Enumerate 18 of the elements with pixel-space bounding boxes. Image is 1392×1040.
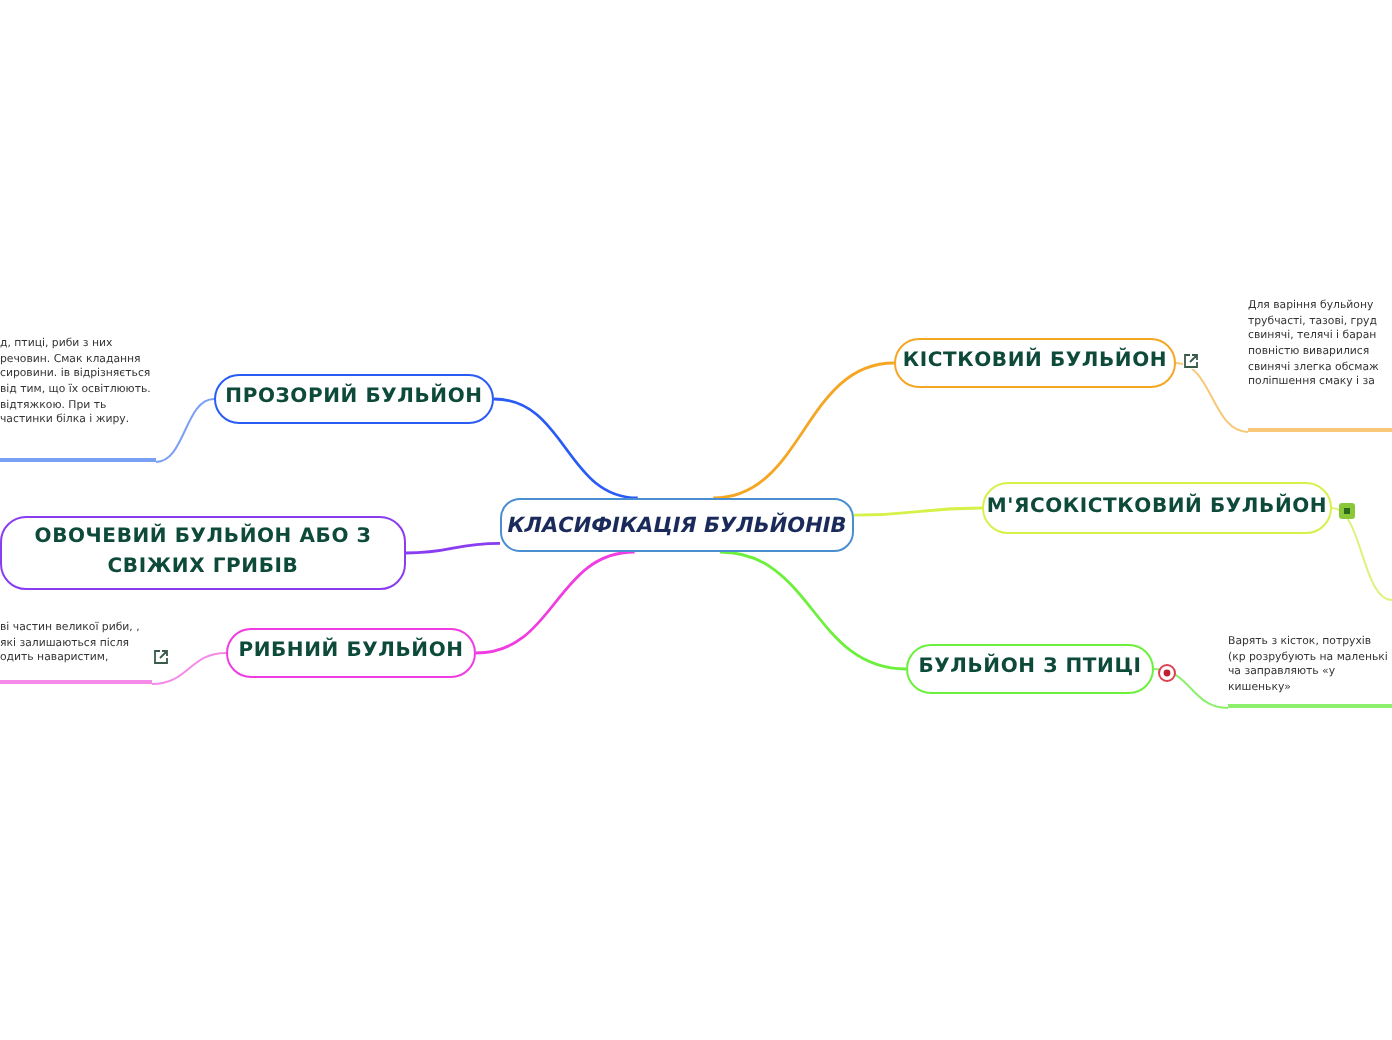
connector-line — [854, 506, 982, 517]
connector-line — [1175, 362, 1249, 433]
connector-line — [713, 361, 895, 500]
connector-line — [719, 550, 907, 671]
connector-line — [405, 541, 501, 555]
topic-box: БУЛЬЙОН З ПТИЦІ — [906, 644, 1154, 694]
topic-box: ОВОЧЕВИЙ БУЛЬЙОН АБО З СВІЖИХ ГРИБІВ — [0, 516, 406, 590]
central-topic-box: КЛАСИФІКАЦІЯ БУЛЬЙОНІВ — [500, 498, 854, 552]
topic-box: РИБНИЙ БУЛЬЙОН — [226, 628, 476, 678]
connector-line — [151, 652, 227, 685]
connector-line — [475, 550, 635, 655]
connector-line — [493, 397, 638, 500]
connector-line — [1153, 668, 1229, 709]
topic-box: КІСТКОВИЙ БУЛЬЙОН — [894, 338, 1176, 388]
connector-line — [1331, 507, 1392, 601]
connector-line — [155, 398, 215, 463]
topic-box: М'ЯСОКІСТКОВИЙ БУЛЬЙОН — [982, 482, 1332, 534]
topic-box: ПРОЗОРИЙ БУЛЬЙОН — [214, 374, 494, 424]
